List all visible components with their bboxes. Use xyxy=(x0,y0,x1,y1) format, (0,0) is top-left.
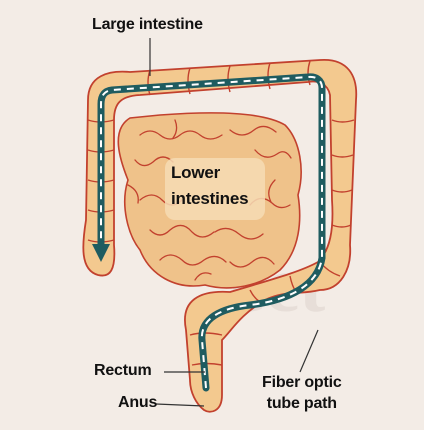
label-lower-intestines-line2: intestines xyxy=(171,189,248,209)
label-lower-intestines: Lower intestines xyxy=(171,163,248,208)
label-fiber-optic-tube-path: Fiber optic tube path xyxy=(262,374,342,414)
label-fiber-optic-line2: tube path xyxy=(262,395,342,413)
label-fiber-optic-line1: Fiber optic xyxy=(262,374,342,392)
leader-anus xyxy=(156,404,204,406)
label-lower-intestines-line1: Lower xyxy=(171,163,248,183)
label-large-intestine: Large intestine xyxy=(92,16,203,34)
label-rectum: Rectum xyxy=(94,362,151,380)
leader-fiber-optic xyxy=(300,330,318,372)
label-anus: Anus xyxy=(118,394,157,412)
